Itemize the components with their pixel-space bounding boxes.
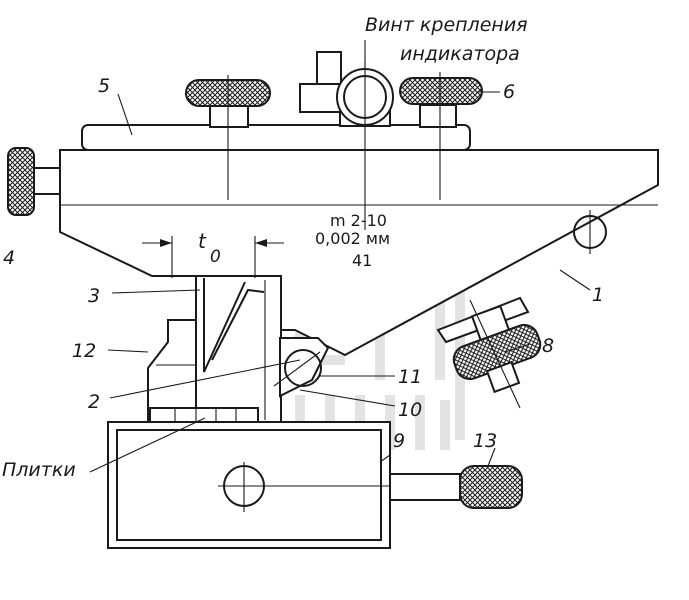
- scale-marking-line2: 0,002 мм: [315, 229, 390, 248]
- lever-line: [273, 351, 321, 387]
- caption-indicator-screw-line2: индикатора: [400, 43, 520, 65]
- part-number-2: 2: [88, 391, 100, 413]
- leader-lines: [89, 40, 591, 473]
- screw-6-post: [419, 104, 457, 128]
- part-number-11: 11: [398, 366, 422, 388]
- screw-8-axis: [469, 299, 521, 409]
- dimension-t0: [142, 236, 284, 278]
- top-plate: [81, 124, 471, 151]
- dimension-subscript: 0: [210, 247, 221, 267]
- screw-8-tip: [485, 360, 521, 394]
- part-number-3: 3: [88, 285, 100, 307]
- scale-marking-line1: m 2-10: [330, 211, 387, 230]
- caption-indicator-screw-line1: Винт крепления: [365, 14, 528, 36]
- part-number-5: 5: [98, 75, 110, 97]
- scale-marking-line3: 41: [352, 251, 372, 270]
- part-number-1: 1: [592, 284, 604, 306]
- tip-wedge: [203, 278, 265, 373]
- screw-13-shaft: [389, 473, 461, 501]
- stepped-block-12: [147, 319, 197, 423]
- main-body: [59, 149, 659, 357]
- screw-4-shaft: [32, 167, 61, 195]
- screw-4-knob: [7, 147, 35, 216]
- part-number-12: 12: [72, 340, 96, 362]
- pivot-11: [284, 349, 322, 387]
- screw-13-knob: [459, 465, 523, 509]
- indicator-tip-column: [195, 275, 282, 427]
- part-number-4: 4: [3, 247, 15, 269]
- part-number-8: 8: [542, 335, 554, 357]
- screw-6-knob: [399, 77, 483, 105]
- part-number-10: 10: [398, 399, 422, 421]
- part-number-9: 9: [393, 430, 405, 452]
- indicator-screw-stem: [316, 51, 342, 85]
- top-left-post: [209, 104, 249, 128]
- base-block-9: [107, 421, 391, 549]
- dimension-label: t: [198, 229, 207, 253]
- base-inner: [116, 429, 382, 541]
- caption-gauge-blocks: Плитки: [2, 459, 76, 481]
- part-number-6: 6: [503, 81, 515, 103]
- part-number-13: 13: [473, 430, 497, 452]
